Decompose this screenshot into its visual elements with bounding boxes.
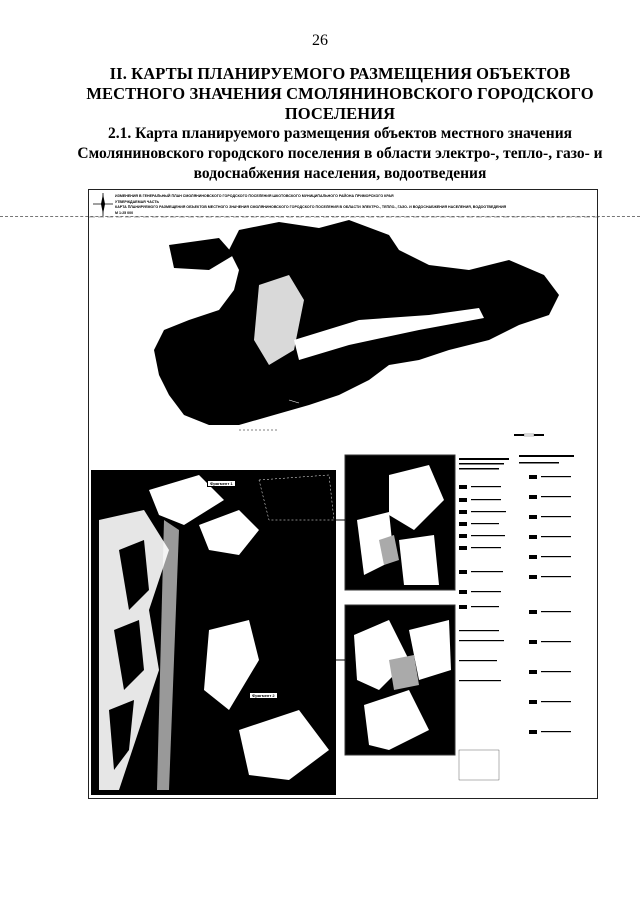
fragment1-label: Фрагмент 1: [207, 480, 236, 487]
compass-icon: [93, 193, 113, 216]
map-header-line3: КАРТА ПЛАНИРУЕМОГО РАЗМЕЩЕНИЯ ОБЪЕКТОВ М…: [115, 205, 507, 209]
page-number: 26: [312, 32, 328, 49]
subsection-title: 2.1. Карта планируемого размещения объек…: [77, 125, 603, 182]
map-image: ИЗМЕНЕНИЯ В ГЕНЕРАЛЬНЫЙ ПЛАН СМОЛЯНИНОВС…: [88, 189, 599, 799]
section-title: II. КАРТЫ ПЛАНИРУЕМОГО РАЗМЕЩЕНИЯ ОБЪЕКТ…: [86, 64, 594, 123]
scan-line: [0, 216, 640, 217]
map-scale: М 1:25 000: [115, 210, 134, 215]
map-graphics: [89, 193, 599, 795]
map-legend: [458, 455, 574, 781]
map-header: ИЗМЕНЕНИЯ В ГЕНЕРАЛЬНЫЙ ПЛАН СМОЛЯНИНОВС…: [115, 194, 585, 216]
scale-bar: [514, 433, 544, 437]
map-header-line1: ИЗМЕНЕНИЯ В ГЕНЕРАЛЬНЫЙ ПЛАН СМОЛЯНИНОВС…: [115, 194, 394, 198]
map-header-line2: УТВЕРЖДАЕМАЯ ЧАСТЬ: [115, 199, 160, 204]
fragment2-label: Фрагмент 2: [249, 692, 278, 699]
